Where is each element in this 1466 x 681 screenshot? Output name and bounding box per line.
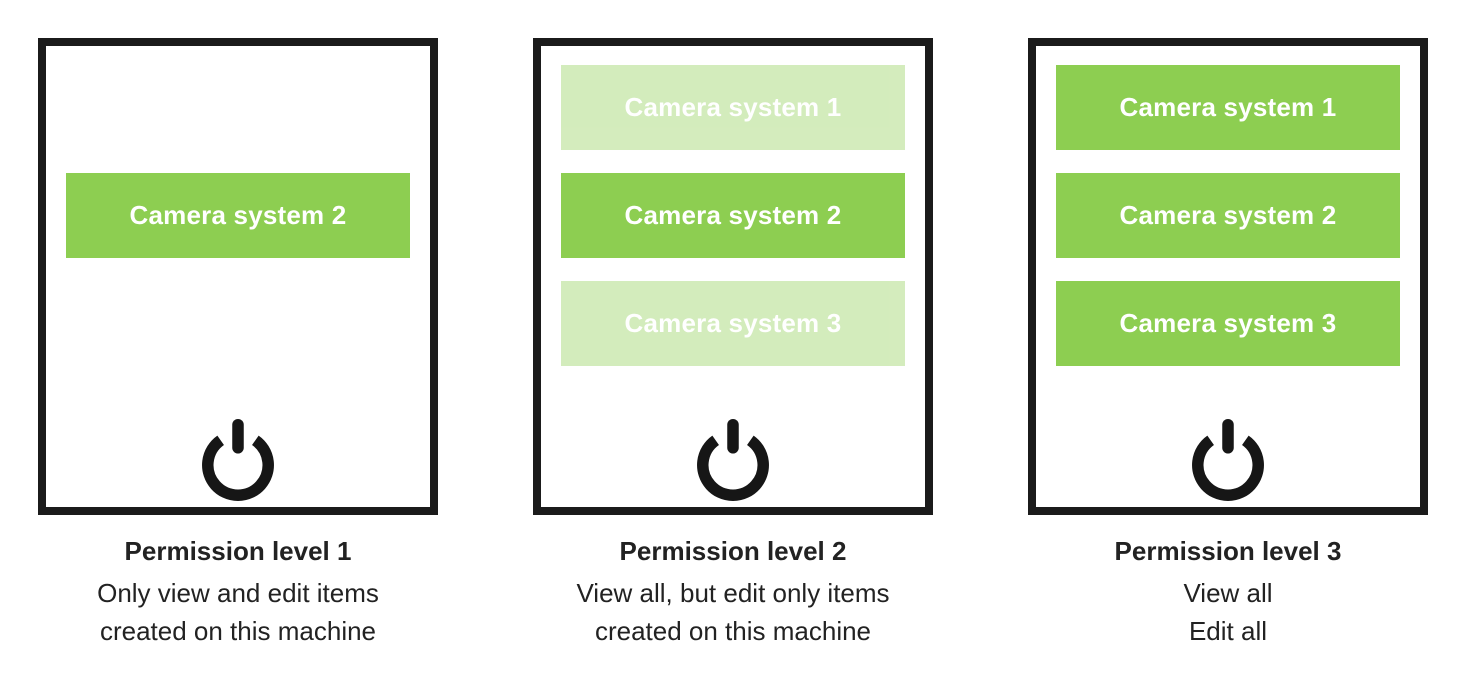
camera-system-button[interactable]: Camera system 1	[561, 65, 905, 150]
caption-line: created on this machine	[594, 616, 872, 646]
power-icon	[697, 419, 769, 501]
permission-panel-1: Camera system 2 Permission level 1 Only …	[38, 38, 438, 650]
device-frame: Camera system 1 Camera system 2 Camera s…	[1028, 38, 1428, 515]
power-button[interactable]	[202, 419, 274, 501]
caption-title: Permission level 3	[1114, 536, 1342, 566]
device-frame: Camera system 1 Camera system 2 Camera s…	[533, 38, 933, 515]
caption-title: Permission level 1	[124, 536, 352, 566]
panel-caption: Permission level 2 View all, but edit on…	[533, 535, 933, 650]
camera-system-button[interactable]: Camera system 3	[561, 281, 905, 366]
camera-system-button[interactable]: Camera system 1	[1056, 65, 1400, 150]
device-frame: Camera system 2	[38, 38, 438, 515]
caption-line: View all	[1183, 578, 1273, 608]
permission-levels-diagram: Camera system 2 Permission level 1 Only …	[38, 38, 1428, 650]
caption-line: Edit all	[1188, 616, 1268, 646]
camera-system-button[interactable]: Camera system 2	[66, 173, 410, 258]
panel-caption: Permission level 3 View all Edit all	[1028, 535, 1428, 650]
caption-line: created on this machine	[99, 616, 377, 646]
camera-system-button[interactable]: Camera system 2	[561, 173, 905, 258]
permission-panel-2: Camera system 1 Camera system 2 Camera s…	[533, 38, 933, 650]
power-icon	[202, 419, 274, 501]
power-button[interactable]	[697, 419, 769, 501]
permission-panel-3: Camera system 1 Camera system 2 Camera s…	[1028, 38, 1428, 650]
power-button[interactable]	[1192, 419, 1264, 501]
camera-system-button[interactable]: Camera system 3	[1056, 281, 1400, 366]
caption-title: Permission level 2	[619, 536, 847, 566]
panel-caption: Permission level 1 Only view and edit it…	[38, 535, 438, 650]
power-icon	[1192, 419, 1264, 501]
caption-line: View all, but edit only items	[576, 578, 890, 608]
caption-line: Only view and edit items	[97, 578, 379, 608]
camera-system-button[interactable]: Camera system 2	[1056, 173, 1400, 258]
